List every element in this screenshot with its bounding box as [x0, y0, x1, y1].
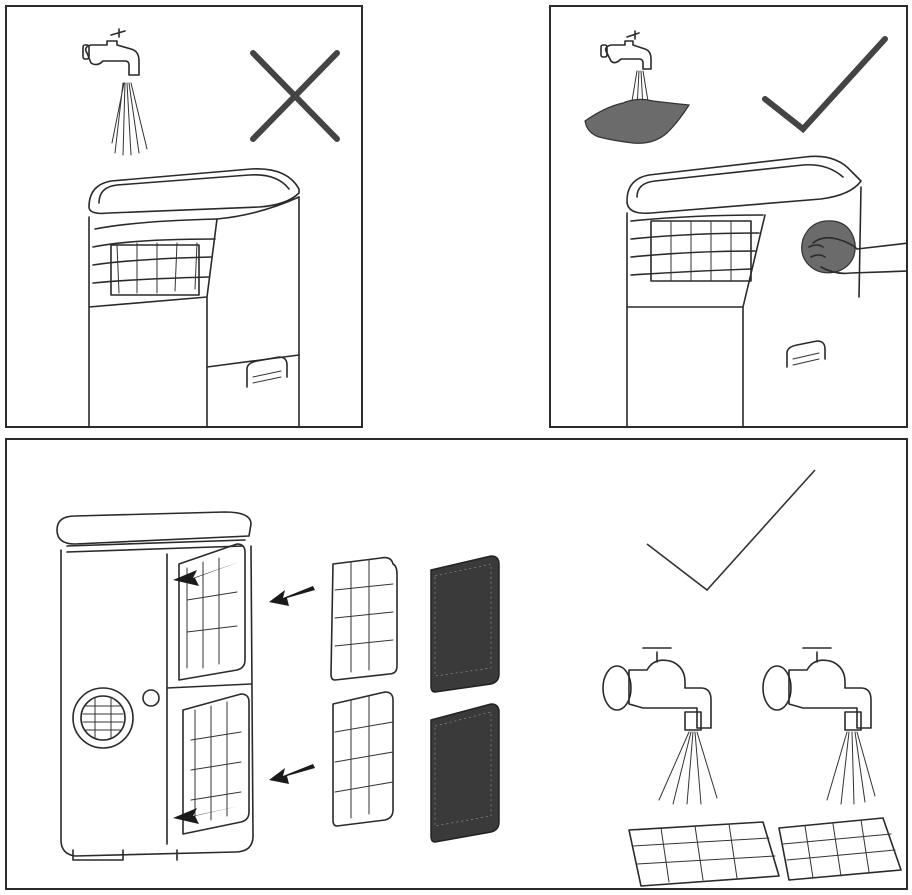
- arrow-icon: [269, 764, 315, 784]
- exhaust-vent: [72, 687, 134, 749]
- portable-ac-unit: [626, 155, 862, 426]
- water-spray-icon: [111, 82, 148, 156]
- check-mark-icon: [646, 469, 816, 592]
- lower-filter-slot: [182, 693, 250, 835]
- panel-remove-and-rinse-filters: [5, 438, 908, 890]
- arrow-icon: [173, 562, 239, 586]
- panel-2-drawing: [584, 30, 906, 426]
- check-mark-icon: [762, 36, 888, 134]
- hand-icon: [801, 220, 906, 275]
- faucet-icon: [602, 647, 712, 731]
- side-handle: [246, 356, 288, 388]
- portable-ac-unit: [88, 168, 300, 426]
- intake-grille: [630, 214, 764, 282]
- filter-frame-icon: [778, 817, 902, 881]
- water-spray-icon: [630, 70, 650, 110]
- filter-frame-icon: [330, 556, 398, 681]
- panel-1-drawing: [82, 28, 340, 426]
- portable-ac-unit: [56, 511, 254, 861]
- water-spray-icon: [658, 731, 718, 805]
- panel-3-drawing: [56, 469, 902, 887]
- faucet-icon: [600, 30, 652, 70]
- water-spray-icon: [826, 731, 876, 805]
- faucet-icon: [82, 28, 140, 76]
- panel-do-not-rinse-unit: [5, 5, 363, 428]
- wheels: [72, 849, 178, 861]
- side-handle: [786, 340, 826, 368]
- faucet-icon: [762, 647, 872, 731]
- wet-cloth-icon: [584, 98, 691, 144]
- panel-wipe-with-damp-cloth: [549, 5, 908, 428]
- cross-mark-icon: [250, 50, 340, 142]
- carbon-filter-icon: [430, 555, 500, 693]
- carbon-filter-icon: [430, 703, 500, 843]
- upper-filter-slot: [178, 543, 246, 681]
- arrow-icon: [269, 586, 315, 606]
- drain-cap: [142, 689, 160, 707]
- arrow-icon: [173, 806, 239, 824]
- filter-frame-icon: [628, 821, 780, 887]
- filter-frame-icon: [332, 691, 394, 827]
- intake-grille: [92, 218, 218, 296]
